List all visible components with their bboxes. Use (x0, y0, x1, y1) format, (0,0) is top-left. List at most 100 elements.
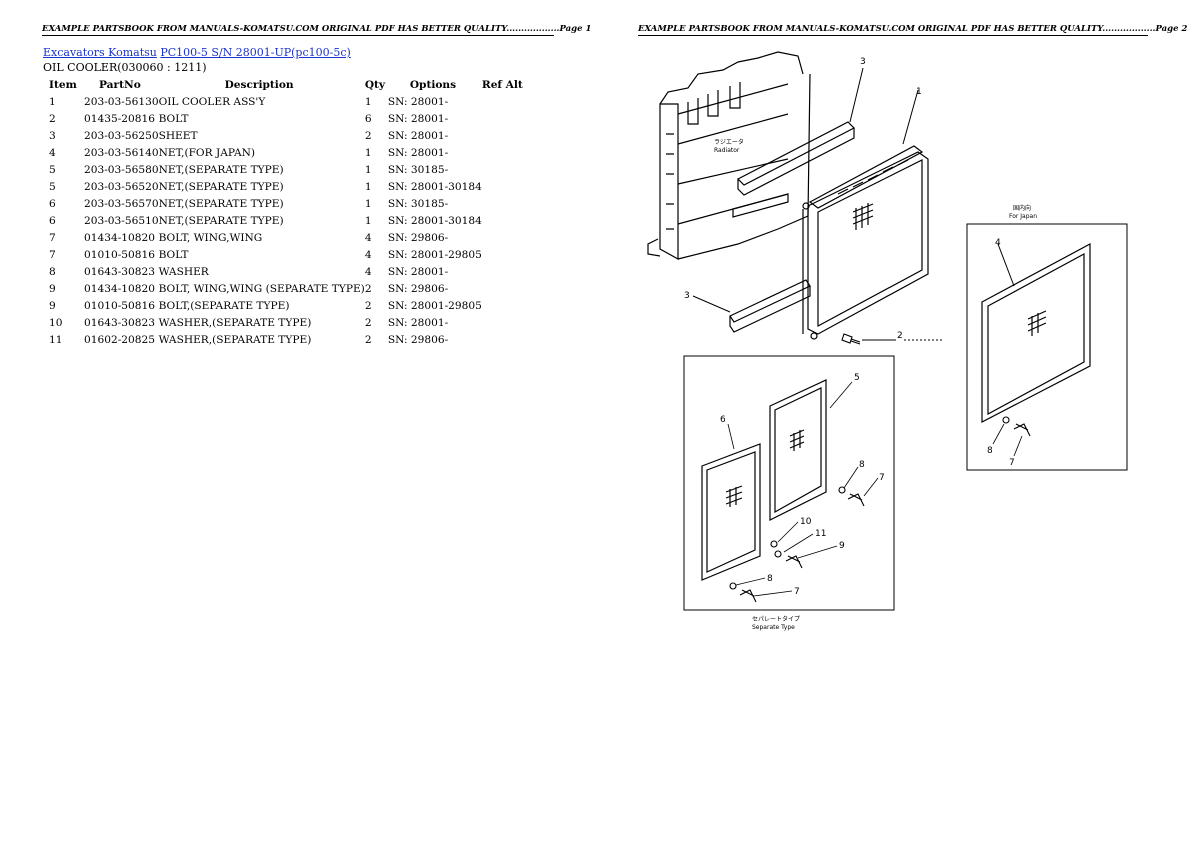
cell-refalt (482, 161, 530, 178)
cell-partno: 01643-30823 (84, 316, 155, 329)
cell-qty: 1 (364, 146, 372, 159)
callout-5: 5 (854, 373, 860, 383)
for-japan-label: For Japan (1009, 213, 1037, 220)
callout-8-sep: 8 (859, 460, 865, 470)
callout-2: 2 (897, 331, 903, 341)
cell-item: 10 (49, 316, 63, 329)
cell-partno: 01434-10820 (84, 231, 155, 244)
sheet-upper (736, 121, 856, 196)
sheet-lower (729, 279, 811, 333)
diagram-callouts: 3 1 3 2 4 5 6 7 8 10 11 9 8 7 8 7 (684, 57, 1015, 597)
cell-options: SN: 28001-30184 (387, 180, 482, 193)
cell-description: WASHER (158, 265, 209, 278)
cell-refalt (482, 127, 530, 144)
callout-8-japan: 8 (987, 446, 993, 456)
cell-refalt (482, 246, 530, 263)
cell-options: SN: 29806- (387, 231, 449, 244)
cell-description: WASHER,(SEPARATE TYPE) (158, 316, 312, 329)
cell-options: SN: 28001-30184 (387, 214, 482, 227)
callout-3-bottom: 3 (684, 291, 690, 301)
cell-partno: 01010-50816 (84, 299, 155, 312)
breadcrumb-link-excavators[interactable]: Excavators Komatsu (43, 46, 157, 59)
separate-label-jp: セパレートタイプ (752, 615, 800, 623)
cell-item: 5 (49, 163, 56, 176)
cell-item: 5 (49, 180, 56, 193)
cell-options: SN: 28001-29805 (387, 299, 482, 312)
leader-3-bottom (692, 295, 731, 313)
callout-7-sep: 7 (879, 473, 885, 483)
cell-description: NET,(SEPARATE TYPE) (158, 163, 284, 176)
cell-description: WASHER,(SEPARATE TYPE) (158, 333, 312, 346)
cell-item: 11 (49, 333, 63, 346)
page-header-2: EXAMPLE PARTSBOOK FROM MANUALS-KOMATSU.C… (638, 24, 1188, 36)
cell-options: SN: 28001- (387, 129, 449, 142)
cell-description: BOLT (158, 248, 189, 261)
cell-options: SN: 29806- (387, 282, 449, 295)
cell-refalt (482, 93, 530, 110)
oil-cooler-exploded-diagram: ラジエータ Radiator 国内向 For Japan セパ (647, 51, 1128, 631)
cell-description: BOLT, WING,WING (158, 231, 263, 244)
radiator-label: Radiator (714, 147, 740, 154)
cell-refalt (482, 144, 530, 161)
section-title: OIL COOLER(030060 : 1211) (43, 61, 207, 74)
cell-refalt (482, 229, 530, 246)
separate-type-box (683, 355, 895, 611)
cell-qty: 2 (364, 129, 372, 142)
cell-options: SN: 29806- (387, 333, 449, 346)
leader-1 (902, 89, 919, 145)
cell-description: BOLT,(SEPARATE TYPE) (158, 299, 290, 312)
cell-options: SN: 28001- (387, 112, 449, 125)
cell-item: 6 (49, 214, 56, 227)
callout-11: 11 (815, 529, 826, 539)
cell-description: SHEET (158, 129, 198, 142)
cell-partno: 203-03-56250 (84, 129, 159, 142)
cell-description: NET,(SEPARATE TYPE) (158, 214, 284, 227)
cell-qty: 1 (364, 163, 372, 176)
callout-4: 4 (995, 238, 1001, 248)
cell-qty: 1 (364, 180, 372, 193)
cell-item: 8 (49, 265, 56, 278)
cell-options: SN: 28001- (387, 95, 449, 108)
cell-item: 9 (49, 282, 56, 295)
cell-refalt (482, 331, 530, 348)
washers-bolts-separate (729, 486, 865, 603)
cell-refalt (482, 110, 530, 127)
cell-qty: 2 (364, 333, 372, 346)
cell-qty: 4 (364, 231, 372, 244)
separate-label: Separate Type (752, 624, 795, 631)
callout-7-japan: 7 (1009, 458, 1015, 468)
cell-partno: 203-03-56570 (84, 197, 159, 210)
callout-1: 1 (916, 87, 922, 97)
callout-6: 6 (720, 415, 726, 425)
leader-3-top (849, 67, 864, 123)
callout-10: 10 (800, 517, 812, 527)
cell-item: 7 (49, 248, 56, 261)
breadcrumb-link-model[interactable]: PC100-5 S/N 28001-UP(pc100-5c) (160, 46, 351, 59)
table-header-row: Item PartNo Description Qty Options Ref … (43, 76, 530, 93)
cell-partno: 01434-10820 (84, 282, 155, 295)
net-4-drawing (981, 242, 1091, 423)
cell-item: 9 (49, 299, 56, 312)
cell-item: 7 (49, 231, 56, 244)
cell-description: BOLT (158, 112, 189, 125)
col-options-header: Options (409, 78, 457, 91)
cell-options: SN: 28001- (387, 265, 449, 278)
cell-partno: 203-03-56140 (84, 146, 159, 159)
cell-qty: 2 (364, 299, 372, 312)
cell-qty: 4 (364, 248, 372, 261)
net-6-drawing (701, 443, 761, 581)
cell-refalt (482, 314, 530, 331)
callout-7-lower: 7 (794, 587, 800, 597)
cell-qty: 1 (364, 197, 372, 210)
cell-description: OIL COOLER ASS'Y (158, 95, 266, 108)
cell-qty: 2 (364, 282, 372, 295)
cell-refalt (482, 280, 530, 297)
